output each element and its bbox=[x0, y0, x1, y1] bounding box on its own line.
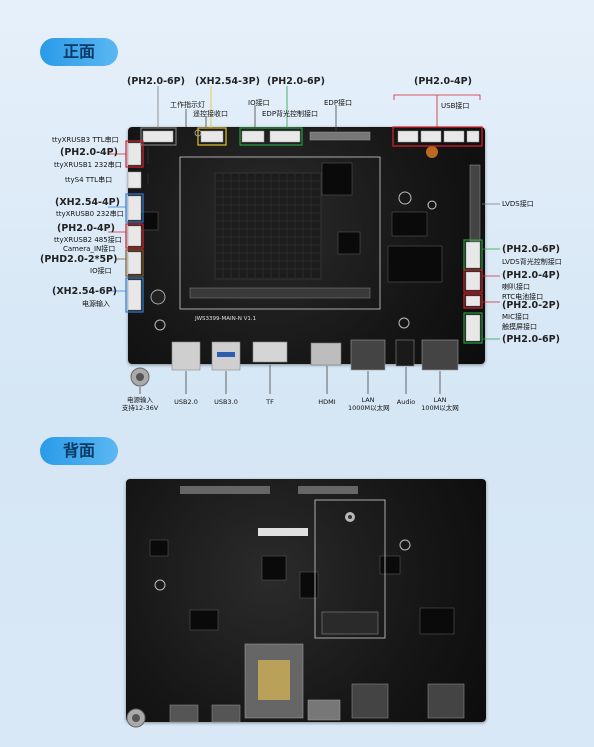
right-label-7: (PH2.0-2P) bbox=[502, 300, 560, 311]
back-board bbox=[126, 479, 486, 722]
bottom-label-lan1000-l2: 1000M以太网 bbox=[348, 404, 390, 412]
bottom-label-power-l1: 电源输入 bbox=[127, 396, 153, 404]
right-label-2: (PH2.0-6P) bbox=[502, 244, 560, 255]
section-back-badge: 背面 bbox=[40, 437, 118, 465]
left-label-7: (PH2.0-4P) bbox=[57, 223, 115, 234]
callout-top-ph20-6p-b: (PH2.0-6P) bbox=[267, 76, 325, 87]
left-label-1: ttyXRUSB3 TTL串口 bbox=[52, 136, 119, 144]
right-label-6: RTC电池接口 bbox=[502, 293, 544, 301]
bottom-label-lan100-l2: 100M以太网 bbox=[421, 404, 459, 412]
left-label-12: (XH2.54-6P) bbox=[52, 286, 117, 297]
left-label-5: (XH2.54-4P) bbox=[55, 197, 120, 208]
bottom-label-lan1000-l1: LAN bbox=[361, 396, 375, 404]
svg-text:JWS3399-MAIN-N V1.1: JWS3399-MAIN-N V1.1 bbox=[194, 316, 256, 322]
label-remote-receiver: 遥控接收口 bbox=[193, 110, 228, 118]
port-icon bbox=[130, 339, 459, 387]
left-label-6: ttyXRUSB0 232串口 bbox=[56, 210, 124, 218]
bottom-label-usb20: USB2.0 bbox=[174, 398, 198, 406]
left-label-10: (PHD2.0-2*5P) bbox=[40, 254, 118, 265]
left-label-8: ttyXRUSB2 485接口 bbox=[54, 236, 122, 244]
label-io-top: IO接口 bbox=[248, 99, 270, 107]
bottom-label-power: 电源输入 支持12-36V bbox=[120, 396, 160, 412]
right-label-10: (PH2.0-6P) bbox=[502, 334, 560, 345]
left-label-2: (PH2.0-4P) bbox=[60, 147, 118, 158]
bottom-label-lan100: LAN 100M以太网 bbox=[420, 396, 460, 412]
right-label-8: MIC接口 bbox=[502, 313, 529, 321]
bottom-label-usb30: USB3.0 bbox=[214, 398, 238, 406]
chip-icon bbox=[139, 162, 443, 283]
heatsink-icon bbox=[214, 172, 322, 280]
section-front-badge: 正面 bbox=[40, 38, 118, 66]
callout-top-ph20-4p: (PH2.0-4P) bbox=[414, 76, 472, 87]
label-work-indicator: 工作指示灯 bbox=[170, 101, 205, 109]
left-label-11: IO接口 bbox=[90, 267, 112, 275]
right-label-9: 触摸屏接口 bbox=[502, 323, 537, 331]
left-label-4: ttyS4 TTL串口 bbox=[65, 176, 113, 184]
bottom-label-lan100-l1: LAN bbox=[433, 396, 447, 404]
section-front-title: 正面 bbox=[62, 42, 95, 61]
label-usb: USB接口 bbox=[441, 102, 470, 110]
bottom-label-audio: Audio bbox=[396, 398, 416, 406]
section-back-title: 背面 bbox=[62, 441, 95, 460]
bottom-label-tf: TF bbox=[266, 398, 274, 406]
label-edp-backlight: EDP背光控制接口 bbox=[262, 110, 319, 118]
bottom-label-lan1000: LAN 1000M以太网 bbox=[348, 396, 390, 412]
bottom-label-power-l2: 支持12-36V bbox=[121, 404, 159, 412]
connector-icon bbox=[142, 130, 480, 143]
bottom-label-hdmi: HDMI bbox=[318, 398, 336, 406]
right-label-1: LVDS接口 bbox=[502, 200, 534, 208]
callout-top-xh254-3p: (XH2.54-3P) bbox=[195, 76, 260, 87]
left-label-3: ttyXRUSB1 232串口 bbox=[54, 161, 122, 169]
left-label-13: 电源输入 bbox=[82, 300, 110, 308]
left-label-9: Camera_IN接口 bbox=[63, 245, 116, 253]
right-label-4: (PH2.0-4P) bbox=[502, 270, 560, 281]
label-edp: EDP接口 bbox=[324, 99, 353, 107]
right-label-5: 喇叭接口 bbox=[502, 283, 530, 291]
callout-top-ph20-6p-a: (PH2.0-6P) bbox=[127, 76, 185, 87]
right-label-3: LVDS背光控制接口 bbox=[502, 258, 562, 266]
